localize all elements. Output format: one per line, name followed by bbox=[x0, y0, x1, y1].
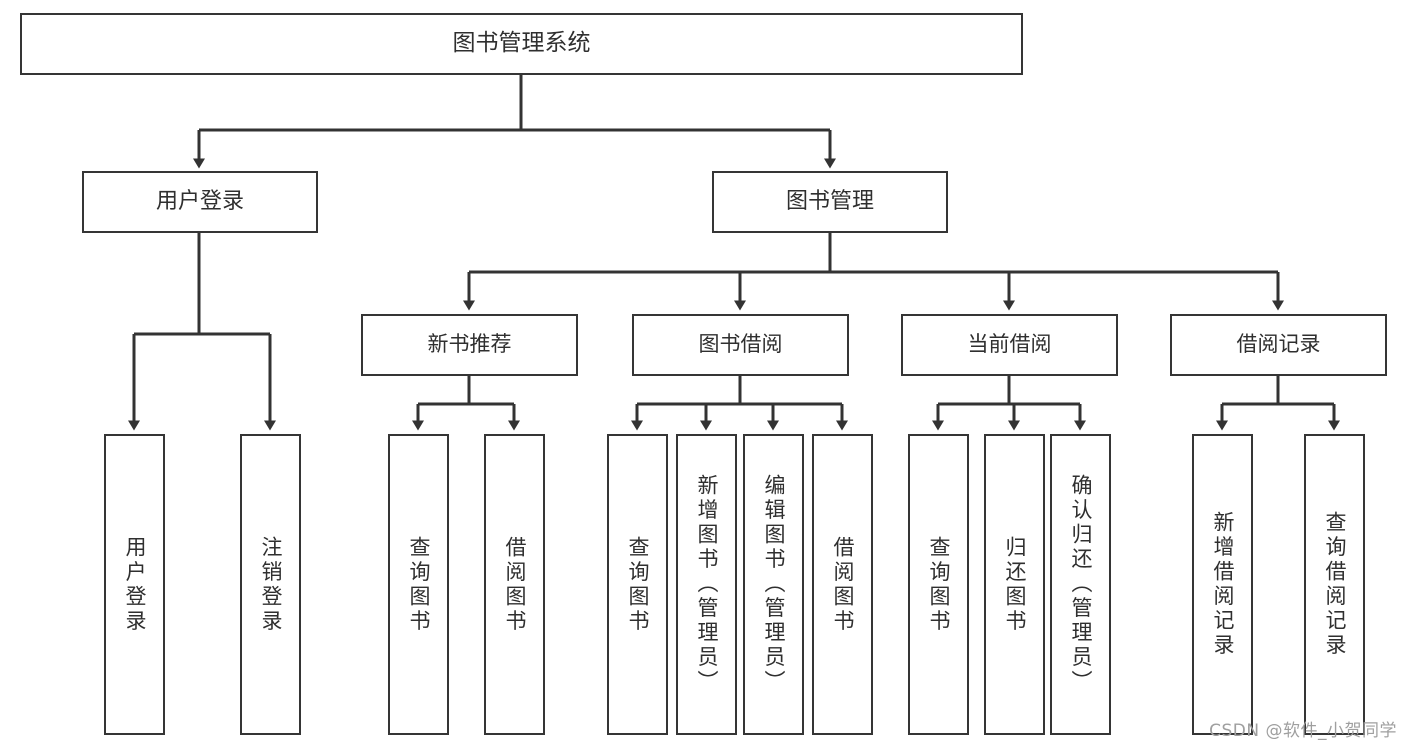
node-label: 归还图书 bbox=[1003, 535, 1027, 634]
node-book-borrow[interactable]: 图书借阅 bbox=[632, 314, 849, 376]
node-label: 查询图书 bbox=[927, 535, 951, 634]
leaf-book-borrow-edit-book-admin[interactable]: 编辑图书（管理员） bbox=[743, 434, 804, 735]
leaf-new-book-borrow-book[interactable]: 借阅图书 bbox=[484, 434, 545, 735]
node-label: 查询借阅记录 bbox=[1323, 511, 1347, 658]
node-label: 注销登录 bbox=[259, 535, 283, 634]
node-label: 新增图书（管理员） bbox=[695, 474, 719, 695]
node-label: 当前借阅 bbox=[967, 332, 1052, 357]
leaf-current-borrow-return-book[interactable]: 归还图书 bbox=[984, 434, 1045, 735]
node-label: 新书推荐 bbox=[427, 332, 512, 357]
node-label: 图书借阅 bbox=[698, 332, 783, 357]
node-current-borrow[interactable]: 当前借阅 bbox=[901, 314, 1118, 376]
leaf-user-login-logout[interactable]: 注销登录 bbox=[240, 434, 301, 735]
node-label: 借阅图书 bbox=[831, 535, 855, 634]
node-label: 用户登录 bbox=[123, 535, 147, 634]
node-label: 确认归还（管理员） bbox=[1069, 474, 1093, 695]
leaf-current-borrow-query-book[interactable]: 查询图书 bbox=[908, 434, 969, 735]
watermark-text: CSDN @软件_小贺同学 bbox=[1209, 721, 1397, 741]
node-label: 借阅图书 bbox=[503, 535, 527, 634]
node-new-book-recommend[interactable]: 新书推荐 bbox=[361, 314, 578, 376]
leaf-borrow-record-query-record[interactable]: 查询借阅记录 bbox=[1304, 434, 1365, 735]
node-label: 借阅记录 bbox=[1236, 332, 1321, 357]
leaf-borrow-record-add-record[interactable]: 新增借阅记录 bbox=[1192, 434, 1253, 735]
node-book-management[interactable]: 图书管理 bbox=[712, 171, 948, 233]
node-label: 图书管理系统 bbox=[452, 30, 591, 57]
node-root-book-management-system[interactable]: 图书管理系统 bbox=[20, 13, 1023, 75]
node-label: 编辑图书（管理员） bbox=[762, 474, 786, 695]
node-label: 图书管理 bbox=[785, 188, 874, 214]
node-label: 查询图书 bbox=[407, 535, 431, 634]
node-label: 查询图书 bbox=[626, 535, 650, 634]
leaf-user-login-login[interactable]: 用户登录 bbox=[104, 434, 165, 735]
leaf-new-book-query-book[interactable]: 查询图书 bbox=[388, 434, 449, 735]
leaf-book-borrow-query-book[interactable]: 查询图书 bbox=[607, 434, 668, 735]
leaf-book-borrow-add-book-admin[interactable]: 新增图书（管理员） bbox=[676, 434, 737, 735]
leaf-current-borrow-confirm-return-admin[interactable]: 确认归还（管理员） bbox=[1050, 434, 1111, 735]
leaf-book-borrow-borrow-book[interactable]: 借阅图书 bbox=[812, 434, 873, 735]
node-label: 用户登录 bbox=[155, 188, 244, 214]
node-user-login[interactable]: 用户登录 bbox=[82, 171, 318, 233]
node-borrow-record[interactable]: 借阅记录 bbox=[1170, 314, 1387, 376]
node-label: 新增借阅记录 bbox=[1211, 511, 1235, 658]
